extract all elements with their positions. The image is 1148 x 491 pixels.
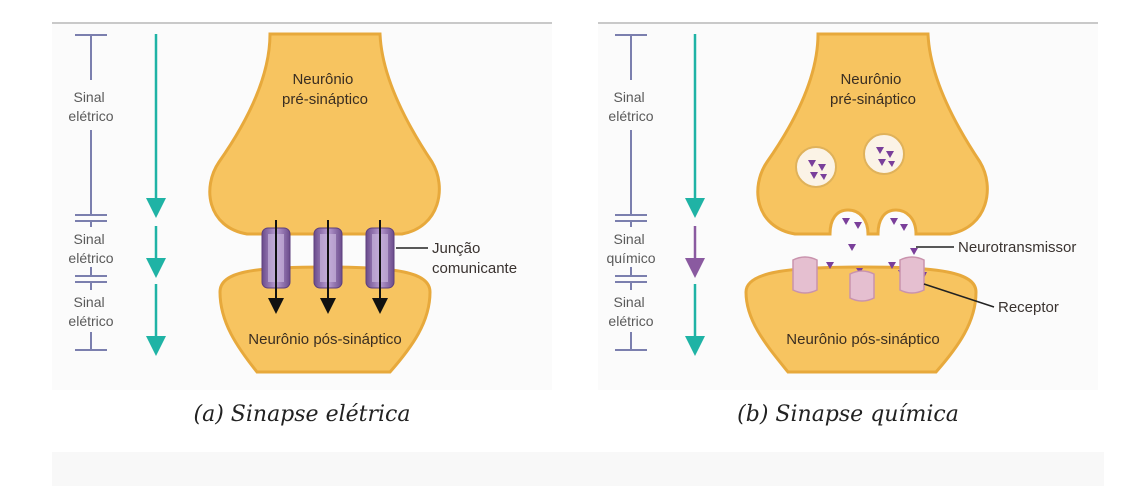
bottom-strip — [52, 452, 1104, 486]
signal-label-1: Sinal elétrico — [608, 89, 653, 124]
gap-junction-label: Junção comunicante — [432, 240, 517, 277]
signal-label-2: Sinal elétrico — [68, 231, 113, 266]
synaptic-vesicles — [795, 133, 905, 188]
signal-label-2: Sinal químico — [606, 231, 655, 266]
caption-electrical-synapse: (a) Sinapse elétrica — [193, 402, 411, 427]
neurotransmitters — [804, 218, 927, 278]
signal-label-3: Sinal elétrico — [608, 294, 653, 329]
post-neuron-label: Neurônio pós-sináptico — [786, 331, 939, 348]
presynaptic-neuron — [208, 32, 441, 236]
pre-neuron-label: Neurônio pré-sináptico — [282, 71, 368, 108]
signal-scale — [615, 34, 647, 351]
receptor-leader — [923, 283, 995, 308]
ion-flow-arrows — [268, 220, 388, 314]
chemical-synapse-diagram: Sinal elétrico Sinal químico Sinal elétr… — [606, 32, 1076, 390]
signal-label-1: Sinal elétrico — [68, 89, 113, 124]
post-neuron-label: Neurônio pós-sináptico — [248, 331, 401, 348]
top-rule — [598, 22, 1098, 24]
pre-neuron-label: Neurônio pré-sináptico — [830, 71, 916, 108]
receptor-label: Receptor — [998, 299, 1059, 316]
chemical-synapse-panel: Sinal elétrico Sinal químico Sinal elétr… — [598, 22, 1098, 390]
caption-chemical-synapse: (b) Sinapse química — [737, 402, 959, 427]
signal-scale — [75, 34, 107, 351]
presynaptic-neuron — [756, 32, 989, 236]
neurotransmitter-label: Neurotransmissor — [958, 239, 1076, 256]
electrical-synapse-panel: Sinal elétrico Sinal elétrico Sinal elét… — [52, 22, 552, 390]
top-rule — [52, 22, 552, 24]
electrical-synapse-diagram: Sinal elétrico Sinal elétrico Sinal elét… — [68, 32, 517, 390]
signal-label-3: Sinal elétrico — [68, 294, 113, 329]
receptors — [792, 256, 925, 302]
